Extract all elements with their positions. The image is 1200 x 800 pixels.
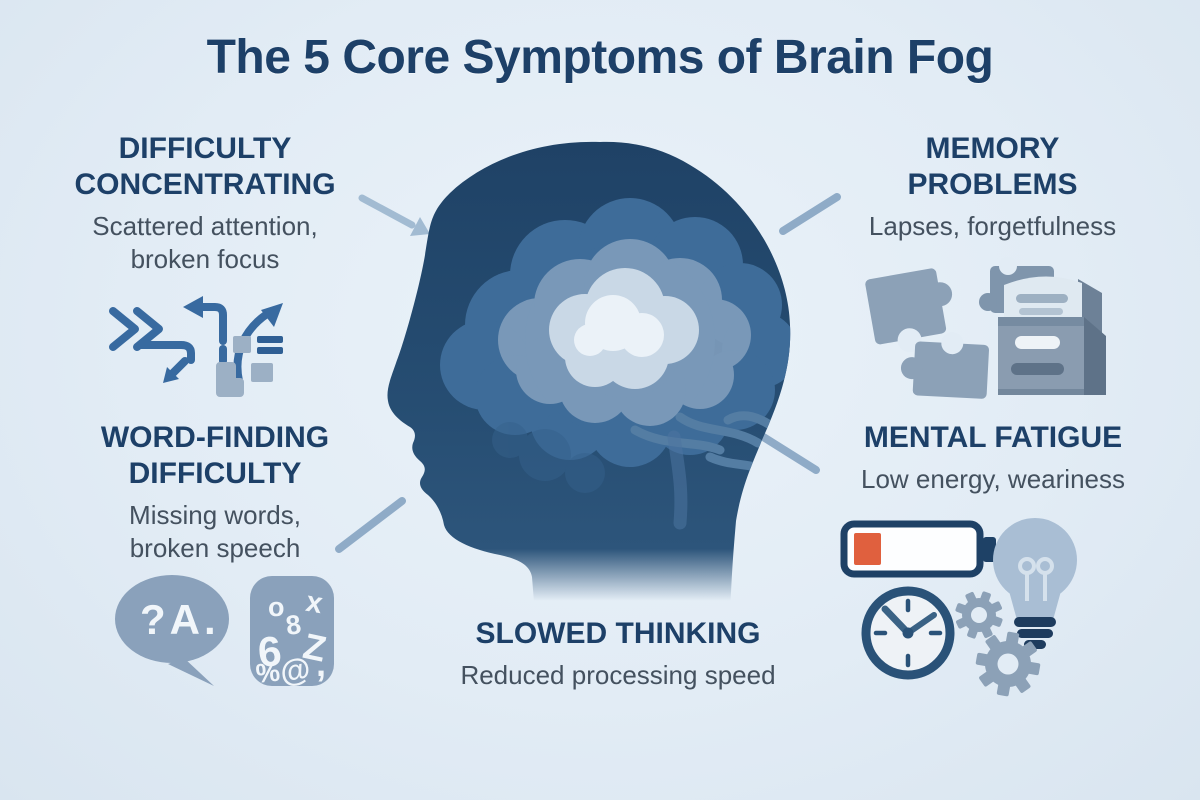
speech-bubble-text: ?A. xyxy=(140,596,220,643)
symptom-heading: DIFFICULTY CONCENTRATING xyxy=(74,132,336,201)
gear-icon xyxy=(955,591,1003,639)
symptom-description: Lapses, forgetfulness xyxy=(868,211,1117,241)
symptom-description: Low energy, weariness xyxy=(861,464,1125,494)
connector-difficulty-concentrating-arrow xyxy=(358,194,430,236)
speech-bubble-letter-tile-icon: ?A. o x 8 6 Z % @ , xyxy=(115,575,334,690)
connector-mental-fatigue xyxy=(753,429,820,474)
svg-text:%: % xyxy=(254,657,281,689)
page-title: The 5 Core Symptoms of Brain Fog xyxy=(206,31,994,84)
speech-bubble-icon: ?A. xyxy=(115,575,229,686)
svg-text:x: x xyxy=(304,586,325,620)
puzzle-piece-icon xyxy=(900,332,989,399)
brain-fog-cloud-icon xyxy=(440,198,791,530)
symptom-description: Missing words, broken speech xyxy=(129,500,301,563)
clock-icon xyxy=(861,586,955,680)
symptom-heading: MEMORY PROBLEMS xyxy=(907,132,1078,201)
letter-tile-icon: o x 8 6 Z % @ , xyxy=(250,576,334,690)
svg-text:@: @ xyxy=(277,650,313,690)
puzzle-piece-icon xyxy=(865,268,953,353)
symptom-difficulty-concentrating: DIFFICULTY CONCENTRATING Scattered atten… xyxy=(35,131,375,276)
scattered-arrows-icon xyxy=(109,296,283,397)
symptom-word-finding-difficulty: WORD-FINDING DIFFICULTY Missing words, b… xyxy=(50,420,380,565)
symptom-heading: WORD-FINDING DIFFICULTY xyxy=(100,421,330,490)
symptom-mental-fatigue: MENTAL FATIGUE Low energy, weariness xyxy=(828,420,1158,496)
low-battery-icon xyxy=(840,520,996,578)
head-silhouette-icon xyxy=(387,141,791,615)
lightbulb-icon xyxy=(993,518,1077,649)
symptom-heading: MENTAL FATIGUE xyxy=(863,421,1123,454)
archive-box-icon xyxy=(998,276,1106,395)
symptom-description: Scattered attention, broken focus xyxy=(92,211,318,274)
symptom-description: Reduced processing speed xyxy=(460,660,776,690)
svg-text:6: 6 xyxy=(256,627,284,676)
symptom-slowed-thinking: SLOWED THINKING Reduced processing speed xyxy=(443,616,793,692)
svg-text:8: 8 xyxy=(284,609,303,641)
low-battery-bulb-clock-gears-icon xyxy=(840,518,1077,697)
connector-memory-problems xyxy=(779,193,841,235)
svg-text:,: , xyxy=(316,643,326,684)
symptom-heading: SLOWED THINKING xyxy=(475,617,761,650)
puzzle-pieces-archive-box-icon xyxy=(865,257,1106,399)
gear-icon xyxy=(975,631,1041,697)
svg-text:o: o xyxy=(268,592,285,622)
connector-word-finding xyxy=(335,497,406,553)
symptom-memory-problems: MEMORY PROBLEMS Lapses, forgetfulness xyxy=(835,131,1150,243)
